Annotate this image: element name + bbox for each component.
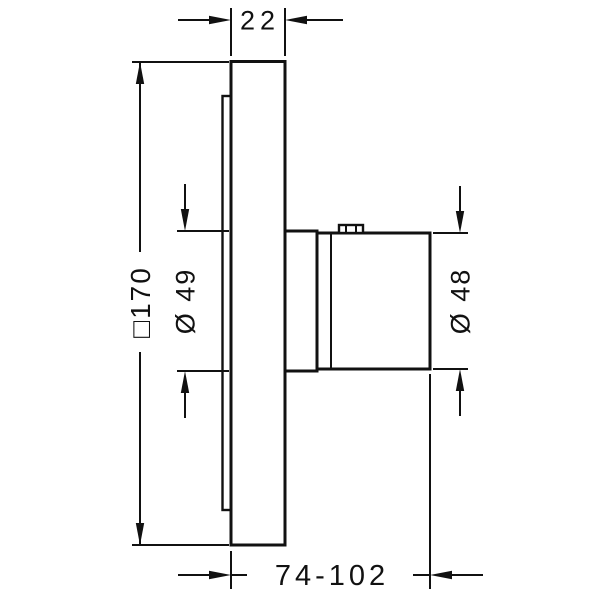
arrowhead-up-icon bbox=[180, 371, 190, 393]
arrowhead-up-icon bbox=[135, 62, 145, 84]
dim-plate-thickness: 22 bbox=[178, 6, 343, 56]
arrowhead-left-icon bbox=[430, 570, 452, 580]
arrowhead-down-icon bbox=[135, 523, 145, 545]
dim-handle-diameter: Ø 48 bbox=[433, 186, 476, 416]
handle-clip bbox=[337, 223, 365, 235]
dim-plate-size: □170 bbox=[125, 61, 229, 546]
plate-thickness-label: 22 bbox=[240, 6, 280, 36]
arrowhead-left-icon bbox=[285, 15, 307, 25]
dim-sleeve-diameter: Ø 49 bbox=[171, 184, 229, 418]
plate-size-label: □170 bbox=[125, 266, 156, 338]
arrowhead-right-icon bbox=[209, 15, 231, 25]
faceplate bbox=[229, 60, 287, 547]
depth-range-label: 74-102 bbox=[275, 560, 389, 592]
dim-depth-range: 74-102 bbox=[178, 374, 483, 592]
valve-sleeve bbox=[283, 229, 319, 373]
handle-diameter-label: Ø 48 bbox=[446, 268, 476, 335]
arrowhead-down-icon bbox=[455, 211, 465, 233]
arrowhead-right-icon bbox=[209, 570, 231, 580]
sleeve-diameter-label: Ø 49 bbox=[171, 268, 201, 335]
arrowhead-down-icon bbox=[180, 209, 190, 231]
product-side-view bbox=[221, 60, 432, 547]
arrowhead-up-icon bbox=[455, 369, 465, 391]
handle-body bbox=[315, 231, 432, 371]
